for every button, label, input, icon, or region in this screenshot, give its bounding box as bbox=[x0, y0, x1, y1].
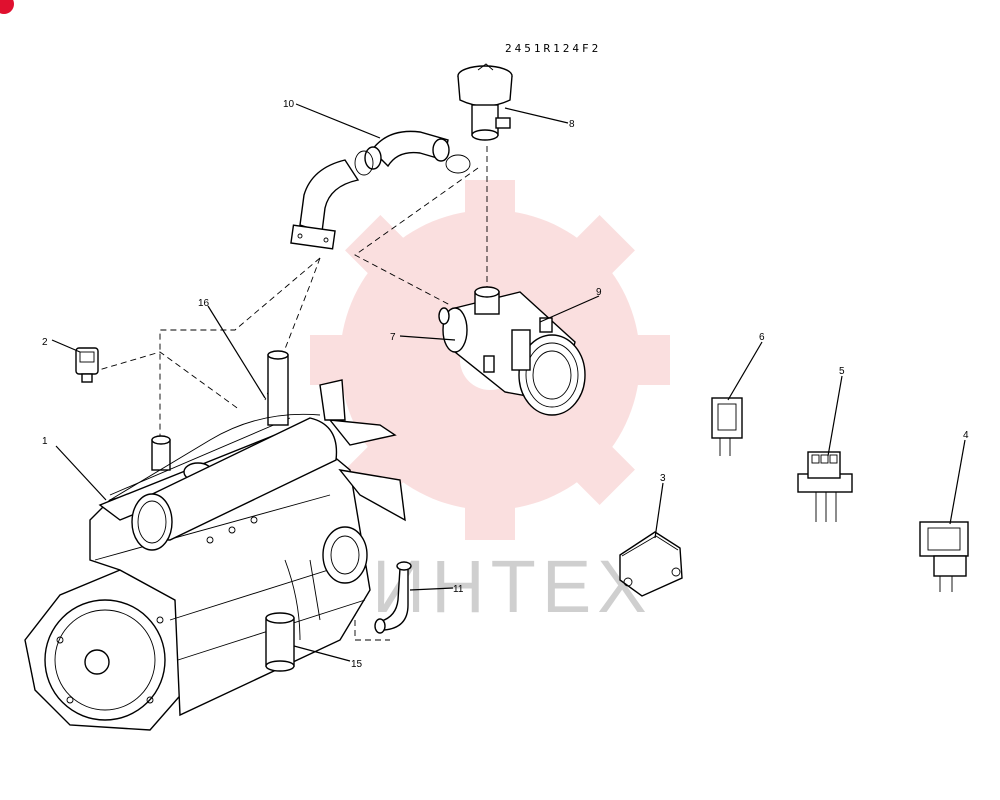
callout-5: 5 bbox=[839, 366, 845, 377]
callout-1: 1 bbox=[42, 436, 48, 447]
callout-4: 4 bbox=[963, 430, 969, 441]
callout-9: 9 bbox=[596, 287, 602, 298]
relay-4 bbox=[919, 521, 969, 592]
coolant-hose bbox=[374, 561, 412, 634]
intake-hose bbox=[354, 130, 471, 176]
air-filter-cap bbox=[457, 63, 513, 141]
callout-2: 2 bbox=[42, 337, 48, 348]
engine-block bbox=[24, 350, 406, 731]
plug-connector-5 bbox=[797, 451, 853, 522]
relay-connector-6 bbox=[711, 397, 743, 456]
callout-6: 6 bbox=[759, 332, 765, 343]
intake-elbow-pipe bbox=[290, 159, 360, 250]
callout-11: 11 bbox=[453, 584, 464, 595]
callout-3: 3 bbox=[660, 473, 666, 484]
callout-7: 7 bbox=[390, 332, 396, 343]
callout-8: 8 bbox=[569, 119, 575, 130]
callout-10: 10 bbox=[283, 99, 295, 110]
leader-lines bbox=[51, 103, 966, 662]
callout-16: 16 bbox=[198, 298, 210, 309]
voltage-regulator bbox=[619, 531, 683, 597]
callout-15: 15 bbox=[351, 659, 363, 670]
drawing-reference-code: 2451R124F2 bbox=[505, 42, 601, 55]
watermark-text: ИНТЕХ bbox=[372, 545, 653, 628]
engine-sensor bbox=[75, 347, 99, 383]
corner-marker bbox=[0, 0, 14, 14]
